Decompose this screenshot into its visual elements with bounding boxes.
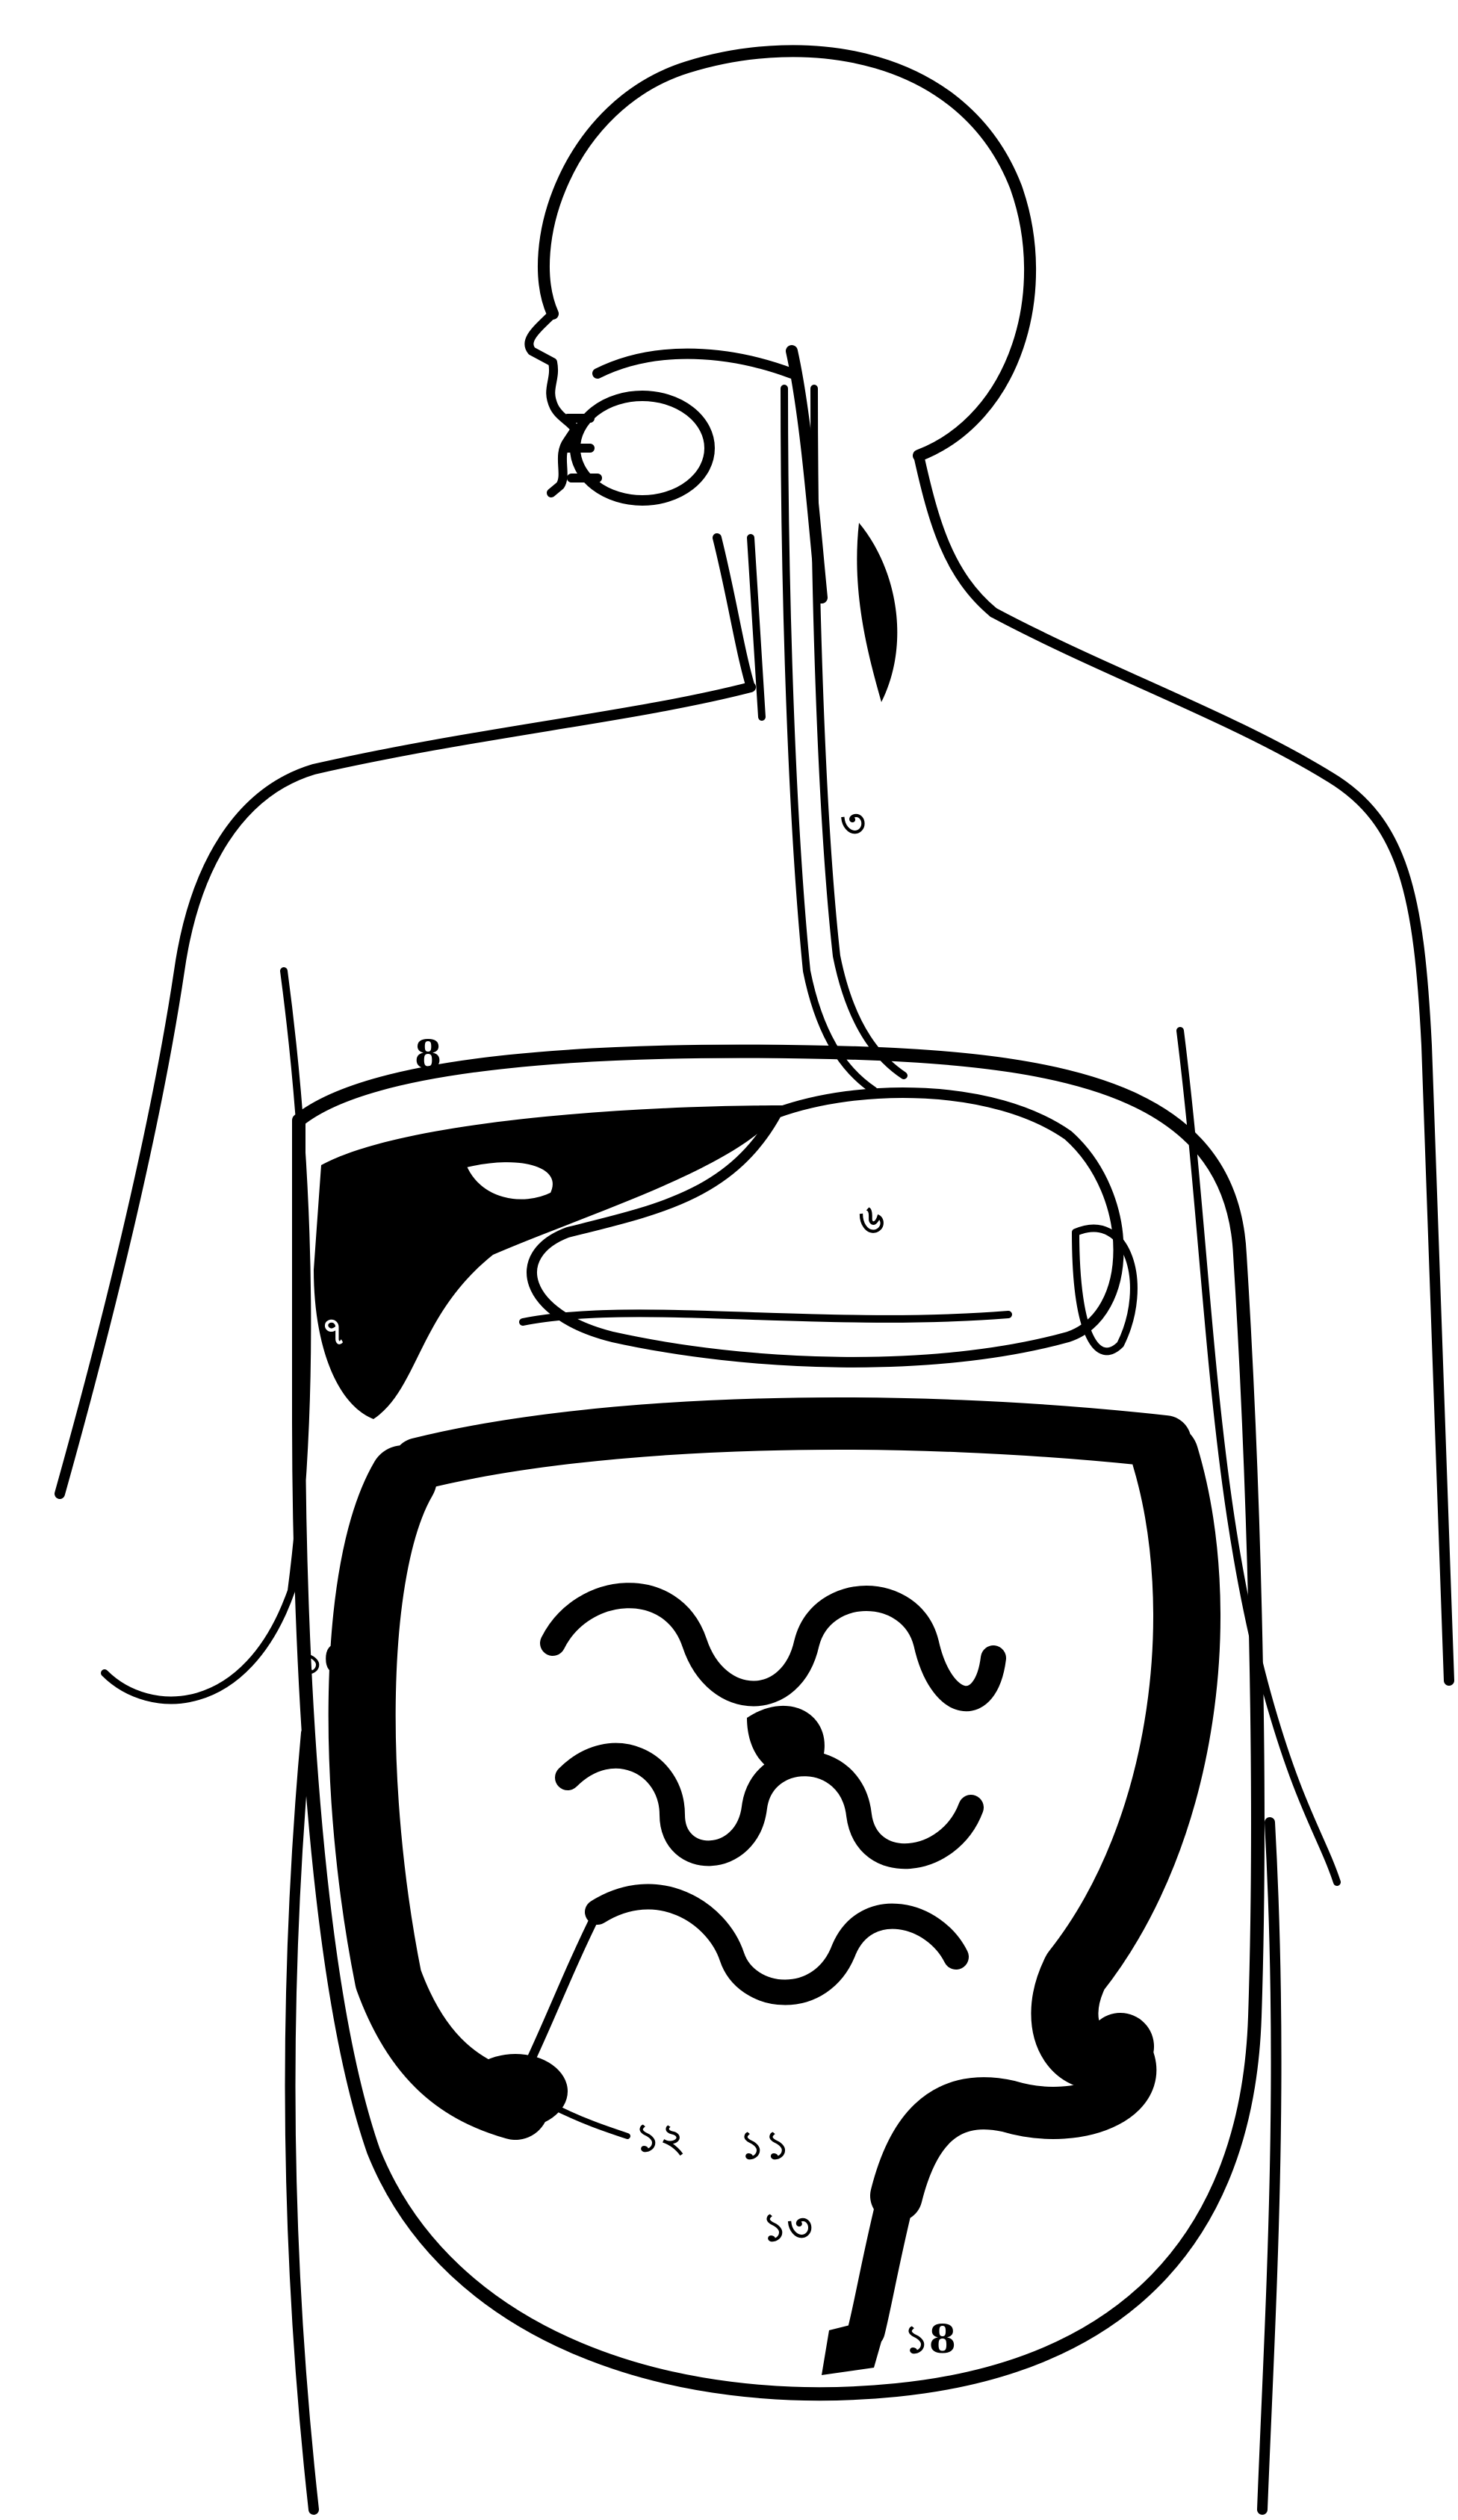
neck-left [717,538,751,687]
descending-colon-inner [1064,1456,1187,2056]
rectum [866,2196,896,2330]
label-rectum: ১৩ [762,2205,813,2250]
spleen [1076,1229,1134,1352]
appendix [553,2106,627,2136]
face-profile [529,314,575,493]
right-hip [1262,1822,1276,2510]
neck-right [919,456,993,612]
left-inner-arm [105,971,307,1700]
palate [598,354,792,373]
label-stomach: ৬ [859,1197,884,1242]
small-intestine-coil-3 [598,1897,956,1993]
oesophagus-right [814,388,904,1076]
ileum-to-caecum [523,1912,598,2076]
label-caecum: ১২ [635,2115,686,2161]
caecum [463,2054,568,2129]
pancreas [523,1313,1008,1322]
label-oesophagus: ৩ [840,801,866,846]
right-shoulder-arm [993,612,1449,1680]
tongue [575,396,710,500]
label-diaphragm: 8 [415,1032,441,1078]
label-small-intestine: ১১ [739,2123,790,2168]
small-intestine-coil-1 [553,1595,993,1698]
neck-shadow [857,523,897,702]
anus [822,2315,889,2375]
oesophagus-left [784,388,874,1090]
left-hip [291,1733,314,2510]
label-gall-bladder: ৫ [366,1152,391,1197]
label-anus: ১8 [904,2317,956,2362]
upper-tract [568,351,904,1090]
label-colon-right: ১0 [299,1637,351,1683]
small-intestine-coil-2 [568,1756,971,1857]
label-liver: ৭ [321,1309,347,1354]
small-intestine [523,1595,993,2076]
small-intestine-shadow [747,1706,825,1776]
